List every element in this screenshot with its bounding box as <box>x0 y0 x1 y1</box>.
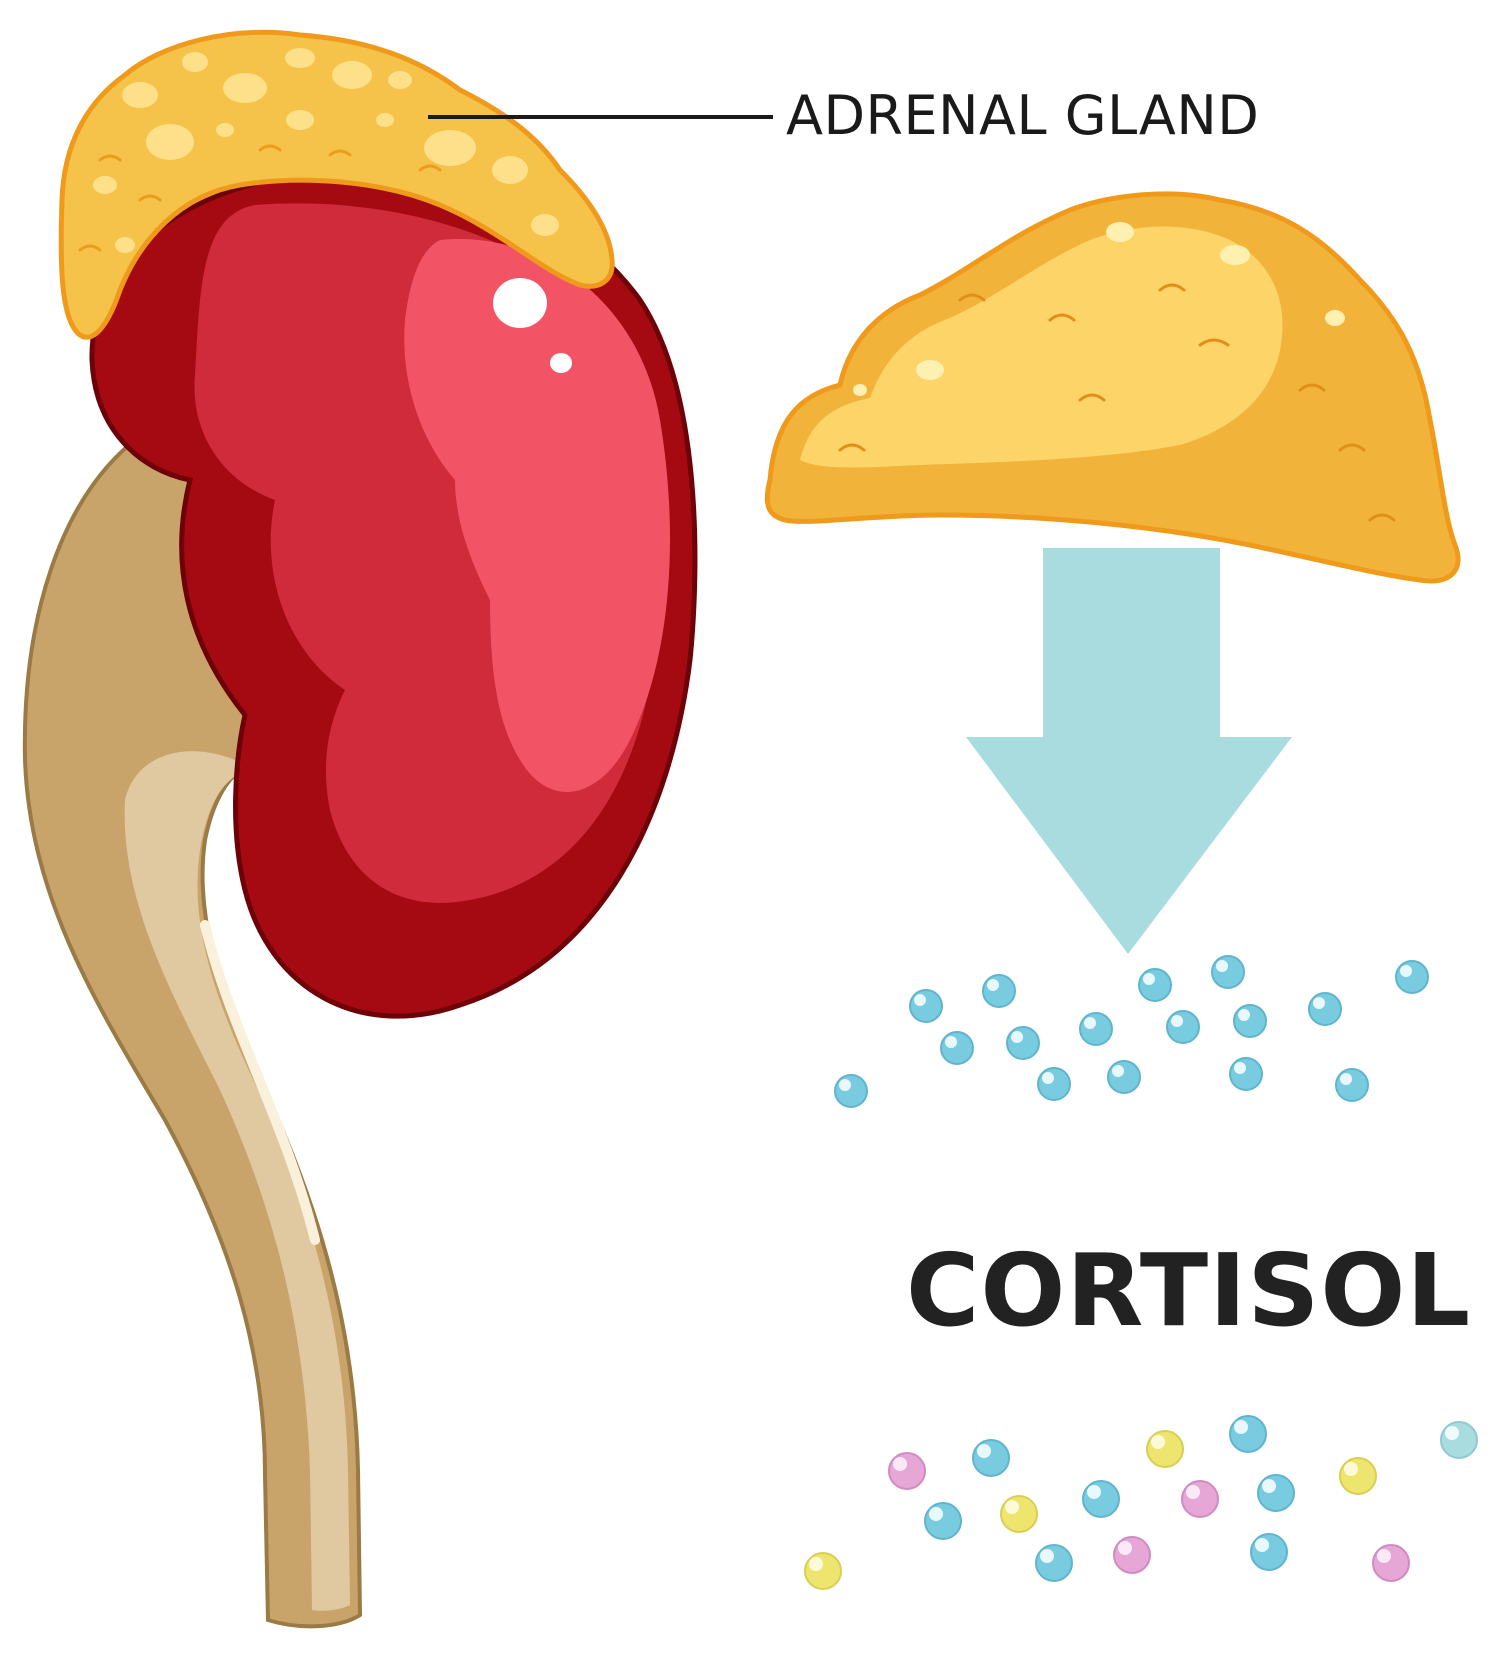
molecule <box>1229 1415 1267 1453</box>
molecule <box>1211 955 1245 989</box>
molecule <box>1166 1010 1200 1044</box>
molecule <box>888 1452 926 1490</box>
molecule <box>1037 1067 1071 1101</box>
kidney <box>89 168 698 1019</box>
adrenal-gland-enlarged <box>764 191 1461 584</box>
molecule <box>1339 1457 1377 1495</box>
molecule <box>1113 1536 1151 1574</box>
molecule <box>1335 1068 1369 1102</box>
molecule <box>1250 1533 1288 1571</box>
molecule <box>1233 1004 1267 1038</box>
molecule <box>804 1552 842 1590</box>
molecule <box>834 1074 868 1108</box>
molecule <box>1138 968 1172 1002</box>
molecule <box>1079 1012 1113 1046</box>
molecule <box>940 1031 974 1065</box>
molecule <box>1372 1544 1410 1582</box>
molecule <box>1006 1026 1040 1060</box>
cortisol-label: CORTISOL <box>906 1232 1472 1349</box>
adrenal-gland-cap <box>58 29 615 340</box>
molecule-cluster-upper <box>834 955 1429 1108</box>
molecule <box>1035 1544 1073 1582</box>
ureter <box>22 437 363 1629</box>
molecule <box>924 1502 962 1540</box>
molecule <box>1107 1060 1141 1094</box>
molecule <box>1229 1057 1263 1091</box>
molecule <box>909 989 943 1023</box>
molecule <box>1146 1430 1184 1468</box>
adrenal-gland-label: ADRENAL GLAND <box>786 84 1260 147</box>
molecule <box>1000 1495 1038 1533</box>
molecule <box>1440 1421 1478 1459</box>
molecule <box>1395 960 1429 994</box>
molecule <box>1308 992 1342 1026</box>
molecule <box>982 974 1016 1008</box>
molecule-cluster-lower <box>804 1415 1478 1590</box>
secretion-arrow <box>966 548 1292 954</box>
molecule <box>1181 1480 1219 1518</box>
molecule <box>1082 1480 1120 1518</box>
molecule <box>1257 1474 1295 1512</box>
molecule <box>972 1439 1010 1477</box>
